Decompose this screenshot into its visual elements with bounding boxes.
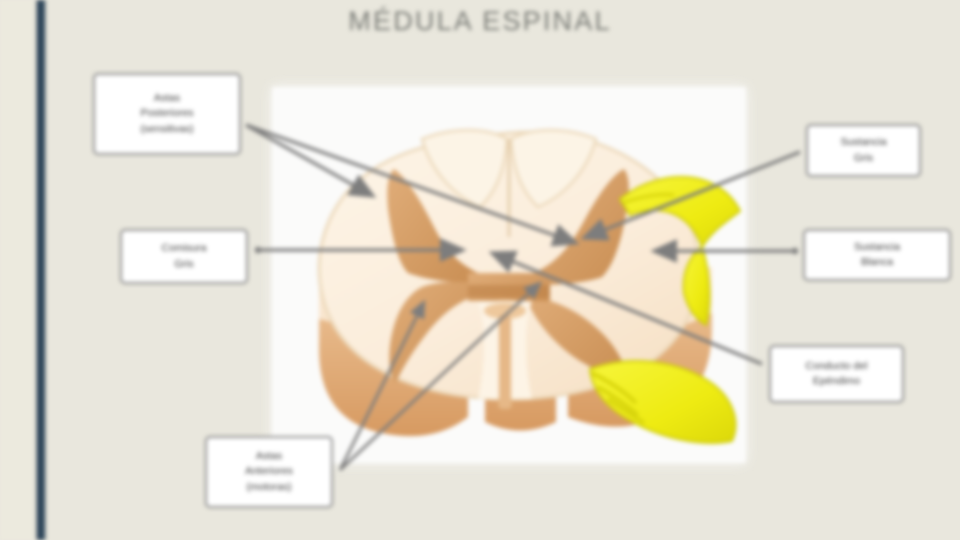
left-accent-bar — [36, 0, 46, 540]
label-line: Gris — [853, 151, 874, 164]
label-line: Posteriores — [140, 107, 194, 120]
central-canal — [478, 300, 532, 409]
spinal-cord-illustration — [317, 128, 742, 444]
label-astas-anteriores[interactable]: Astas Anteriores (motoras) — [205, 436, 333, 508]
label-line: Gris — [174, 257, 194, 270]
label-line: Blanca — [860, 256, 894, 268]
label-sustancia-blanca[interactable]: Sustancia Blanca — [803, 229, 951, 281]
label-line: Epéndimo — [812, 375, 861, 387]
label-conducto-del-ependimo[interactable]: Conducto del Epéndimo — [769, 345, 904, 403]
label-astas-posteriores[interactable]: Astas Posteriores (sensitivas) — [93, 73, 241, 155]
label-line: Astas — [153, 92, 181, 105]
label-line: Sustancia — [853, 240, 901, 253]
label-comisura-gris[interactable]: Comisura Gris — [120, 229, 248, 284]
label-line: (sensitivas) — [140, 122, 194, 135]
label-line: Comisura — [161, 242, 207, 255]
label-line: Sustancia — [840, 136, 887, 149]
label-line: (motoras) — [246, 480, 292, 493]
left-margin — [0, 0, 36, 540]
label-line: Astas — [255, 450, 283, 463]
label-sustancia-gris[interactable]: Sustancia Gris — [806, 124, 921, 177]
label-line: Anteriores — [245, 465, 293, 478]
page-title: MÉDULA ESPINAL — [348, 6, 612, 36]
label-line: Conducto del — [805, 359, 868, 372]
nerve-roots — [588, 175, 742, 444]
